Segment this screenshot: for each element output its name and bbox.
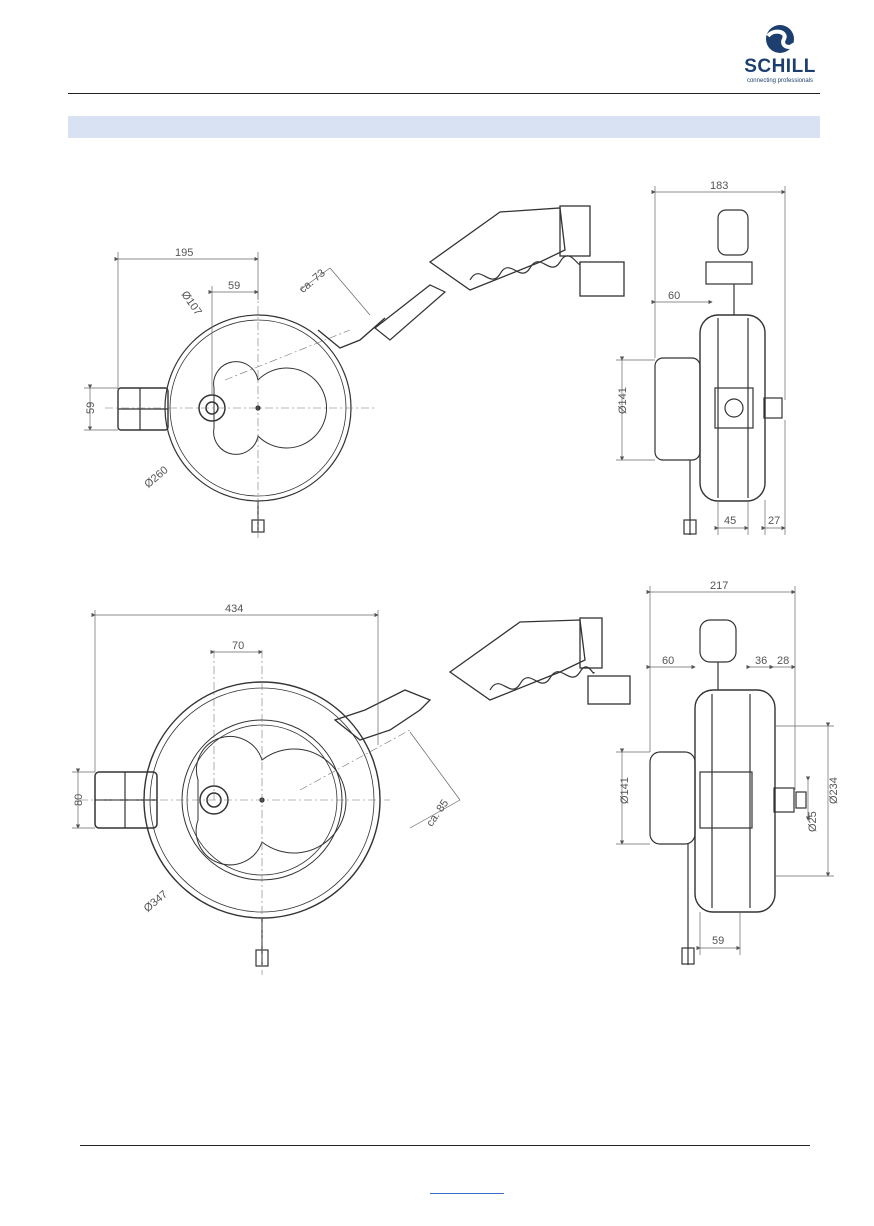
dim-d141-bottom: Ø141 (619, 777, 631, 804)
top-front-view (84, 206, 624, 540)
dim-d25: Ø25 (807, 811, 819, 832)
dim-ca73: ca. 73 (297, 267, 328, 295)
dim-d347: Ø347 (142, 888, 170, 914)
dim-d141-top: Ø141 (617, 387, 629, 414)
side-drum (700, 315, 765, 501)
dim-195: 195 (175, 247, 193, 259)
dim-60-top: 60 (668, 290, 680, 302)
dim-28: 28 (777, 655, 789, 667)
dim-ca85: ca. 85 (424, 798, 451, 829)
dim-434: 434 (225, 603, 243, 615)
dim-59-bracket: 59 (85, 402, 97, 414)
dim-d107: Ø107 (179, 289, 204, 318)
dim-70: 70 (232, 640, 244, 652)
dim-59-top: 59 (228, 280, 240, 292)
side-bracket (655, 358, 700, 460)
bottom-front-view (72, 610, 630, 975)
large-charging-gun (450, 620, 585, 700)
dim-45: 45 (724, 515, 736, 527)
dim-27: 27 (768, 515, 780, 527)
plug-box (580, 262, 624, 296)
dim-d260: Ø260 (142, 464, 170, 490)
side-gun (718, 210, 748, 255)
top-side-view (616, 186, 785, 535)
dim-217: 217 (710, 580, 728, 592)
dim-59-bottom: 59 (712, 935, 724, 947)
dim-80: 80 (73, 794, 85, 806)
bottom-side-view (616, 586, 834, 965)
large-plug-box (588, 676, 630, 704)
large-side-gun (700, 620, 736, 662)
dim-36: 36 (755, 655, 767, 667)
dim-183: 183 (710, 180, 728, 192)
large-side-drum (695, 690, 775, 912)
large-side-bracket (650, 752, 695, 844)
dim-60-bottom: 60 (662, 655, 674, 667)
dim-d234: Ø234 (828, 777, 840, 804)
